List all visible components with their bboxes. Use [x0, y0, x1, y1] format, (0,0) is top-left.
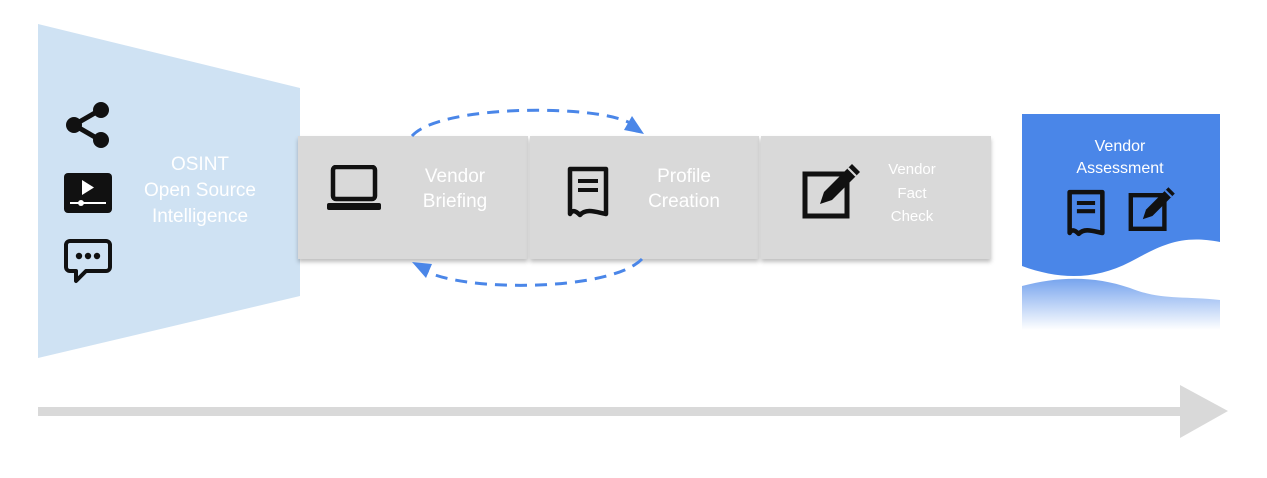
stage-profile-creation-line2: Creation: [648, 191, 720, 212]
stage-fact-check-line3: Check: [890, 208, 934, 225]
stage-vendor-briefing-line2: Briefing: [422, 191, 488, 212]
assessment-title-line1: Vendor: [1094, 138, 1146, 155]
stage-fact-check-line1: Vendor: [888, 161, 936, 178]
document-icon: [567, 166, 609, 218]
osint-subtitle-line2: Intelligence: [151, 206, 249, 227]
laptop-icon: [327, 165, 381, 210]
assessment-reflection: [1022, 278, 1220, 330]
loop-arrow-bottom-head: [412, 262, 432, 278]
loop-arrow-top-head: [624, 116, 644, 134]
share-icon: [66, 102, 109, 148]
assessment-document-shape: [1022, 114, 1220, 277]
assessment-title-line2: Assessment: [1076, 160, 1164, 177]
video-icon: [64, 173, 112, 213]
osint-title: OSINT: [170, 154, 230, 175]
chat-icon: [64, 239, 112, 283]
loop-arrow-top: [410, 108, 633, 138]
stage-fact-check-line2: Fact: [897, 185, 927, 202]
timeline-arrow: [38, 385, 1228, 438]
edit-icon: [802, 164, 860, 219]
stage-vendor-fact-check: [761, 136, 991, 259]
osint-subtitle-line1: Open Source: [144, 180, 256, 201]
stage-vendor-briefing-line1: Vendor: [424, 166, 486, 187]
document-icon: [1067, 189, 1105, 237]
stage-profile-creation-line1: Profile: [657, 166, 711, 187]
edit-icon: [1128, 187, 1175, 231]
loop-arrow-bottom: [423, 257, 644, 287]
